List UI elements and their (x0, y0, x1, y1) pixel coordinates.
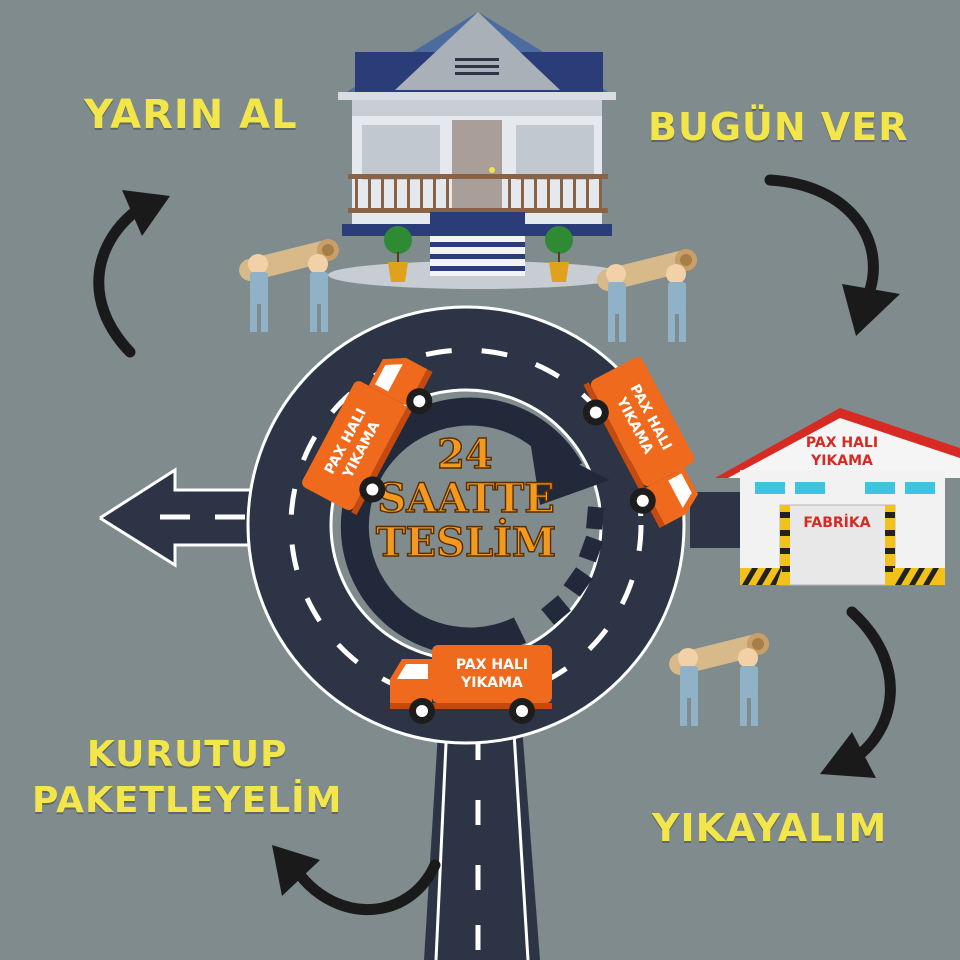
delivery-van-left: PAX HALI YIKAMA (300, 341, 446, 523)
factory-door-label: FABRİKA (803, 514, 870, 531)
step-wash-label: YIKAYALIM (652, 806, 888, 850)
step-deliver-label: BUGÜN VER (648, 105, 909, 149)
center-text-teslim: TESLİM (376, 519, 556, 566)
center-text-24: 24 (437, 431, 493, 478)
step-dry-pack-line2: PAKETLEYELİM (32, 780, 343, 821)
van-bottom-label-line1: PAX HALI (456, 657, 528, 673)
arrow-bottom-right (820, 606, 896, 778)
factory-building: PAX HALI YIKAMA FABRİKA (715, 408, 960, 586)
step-dry-pack-label: KURUTUP PAKETLEYELİM (32, 732, 342, 824)
van-bottom-label-line2: YIKAMA (460, 675, 523, 691)
factory-sign-line1: PAX HALI (806, 435, 878, 451)
customer-house (328, 12, 628, 289)
factory-sign-line2: YIKAMA (810, 453, 873, 469)
step-pick-up-label: YARIN AL (84, 92, 298, 138)
arrow-top-left (93, 190, 170, 358)
center-text-saatte: SAATTE (377, 475, 554, 522)
road-left-exit-arrow (99, 467, 270, 568)
workers-lower-right (666, 632, 769, 726)
road-bottom-stem (424, 699, 540, 960)
workers-left (236, 238, 339, 332)
delivery-van-right: PAX HALI YIKAMA (570, 355, 717, 536)
workers-right (594, 248, 697, 342)
step-dry-pack-line1: KURUTUP (86, 734, 288, 775)
arrow-top-right (764, 174, 900, 336)
center-delivery-text: 24 SAATTE TESLİM (375, 430, 557, 566)
arrow-bottom-left (272, 845, 441, 915)
